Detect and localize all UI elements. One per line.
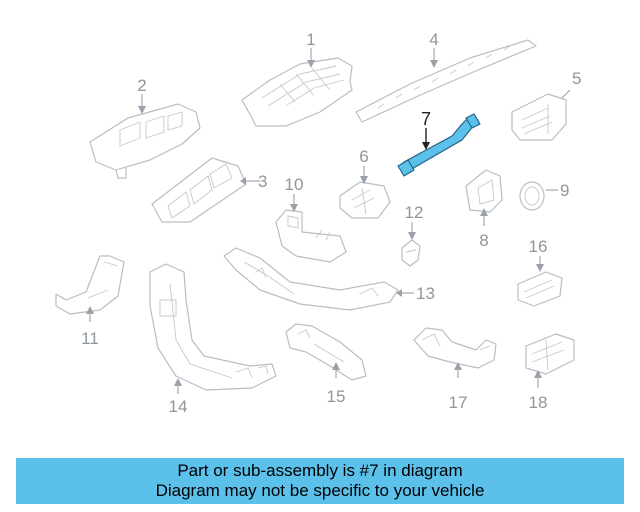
- part-7-duct-tube[interactable]: [397, 113, 481, 177]
- callout-7-leader: [422, 128, 430, 150]
- callout-6[interactable]: 6: [359, 147, 368, 166]
- callout-16-leader: [536, 256, 544, 272]
- callout-11[interactable]: 11: [81, 329, 99, 348]
- callout-8[interactable]: 8: [479, 231, 488, 250]
- part-14-lower-duct[interactable]: [149, 263, 277, 391]
- callout-1-leader: [307, 48, 315, 68]
- part-8-small-vent[interactable]: [465, 169, 503, 213]
- callout-3-leader: [240, 177, 260, 185]
- callout-3[interactable]: 3: [258, 172, 267, 191]
- callout-2[interactable]: 2: [137, 76, 146, 95]
- part-18-rear-floor-vent[interactable]: [525, 333, 575, 375]
- part-3-louver-vent[interactable]: [151, 157, 247, 223]
- callout-17-leader: [454, 362, 462, 378]
- callout-12-leader: [408, 222, 416, 240]
- part-9-round-vent[interactable]: [519, 181, 545, 211]
- callout-5[interactable]: 5: [572, 69, 581, 88]
- callout-14[interactable]: 14: [169, 397, 188, 416]
- part-12-clip[interactable]: [401, 239, 421, 267]
- callout-18[interactable]: 18: [529, 393, 548, 412]
- callout-11-leader: [86, 306, 94, 322]
- part-17-rear-duct[interactable]: [413, 327, 497, 369]
- callout-2-leader: [138, 94, 146, 114]
- callout-13-leader: [396, 289, 414, 297]
- callout-15-leader: [332, 362, 340, 378]
- part-1-center-vent[interactable]: [241, 57, 353, 127]
- parts-diagram: 1 2 3 4 5: [55, 30, 581, 416]
- callout-10-leader: [290, 194, 298, 212]
- callout-8-leader: [480, 208, 488, 226]
- callout-4[interactable]: 4: [429, 30, 438, 49]
- banner-line-2: Diagram may not be specific to your vehi…: [155, 481, 485, 500]
- callout-10[interactable]: 10: [285, 175, 304, 194]
- part-6-vent-box[interactable]: [339, 181, 391, 219]
- callout-9[interactable]: 9: [560, 181, 569, 200]
- part-2-left-vent[interactable]: [89, 103, 201, 179]
- part-4-defroster-nozzle[interactable]: [355, 39, 537, 123]
- part-15-center-duct[interactable]: [285, 323, 367, 381]
- callout-15[interactable]: 15: [327, 387, 346, 406]
- callout-4-leader: [430, 48, 438, 68]
- part-5-right-vent[interactable]: [511, 93, 567, 141]
- part-10-duct-bracket[interactable]: [275, 209, 347, 263]
- callout-14-leader: [174, 378, 182, 394]
- callout-1[interactable]: 1: [306, 30, 315, 49]
- callout-17[interactable]: 17: [449, 393, 468, 412]
- part-16-rear-vent[interactable]: [517, 271, 563, 307]
- callout-16[interactable]: 16: [529, 237, 548, 256]
- callout-13[interactable]: 13: [416, 284, 435, 303]
- callout-5-leader: [561, 89, 571, 99]
- callout-12[interactable]: 12: [405, 203, 424, 222]
- banner-line-1: Part or sub-assembly is #7 in diagram: [177, 461, 463, 480]
- part-13-floor-duct[interactable]: [223, 247, 399, 311]
- callout-7[interactable]: 7: [421, 109, 431, 129]
- part-11-left-duct[interactable]: [55, 255, 125, 315]
- callout-18-leader: [534, 370, 542, 388]
- callout-6-leader: [360, 166, 368, 184]
- info-banner: Part or sub-assembly is #7 in diagram Di…: [16, 458, 624, 504]
